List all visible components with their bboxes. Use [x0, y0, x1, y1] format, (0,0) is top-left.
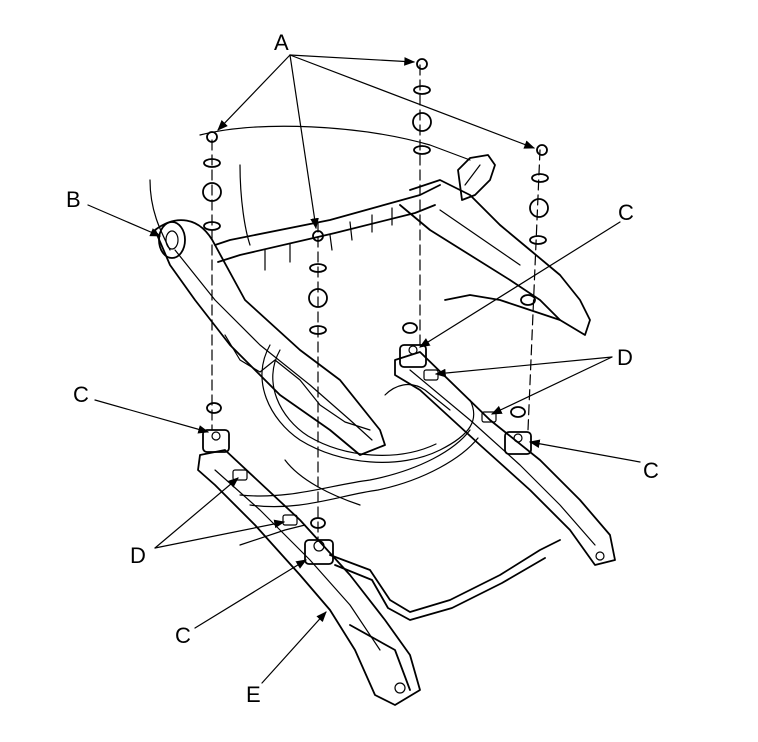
label-b: B: [66, 187, 81, 212]
seat-rails: [197, 351, 616, 706]
label-c-lower-right: C: [643, 458, 659, 483]
label-a: A: [274, 30, 289, 55]
mounting-blocks: [202, 344, 532, 565]
label-c-upper-right: C: [618, 200, 634, 225]
label-d-right: D: [617, 345, 633, 370]
label-d-left: D: [130, 543, 146, 568]
leader-lines: [87, 54, 641, 684]
bolt-stacks: [202, 58, 549, 541]
label-c-bottom: C: [175, 623, 191, 648]
label-c-left: C: [73, 382, 89, 407]
wire-clips: [232, 369, 497, 526]
label-e: E: [246, 682, 261, 707]
seat-frame: [149, 125, 591, 463]
